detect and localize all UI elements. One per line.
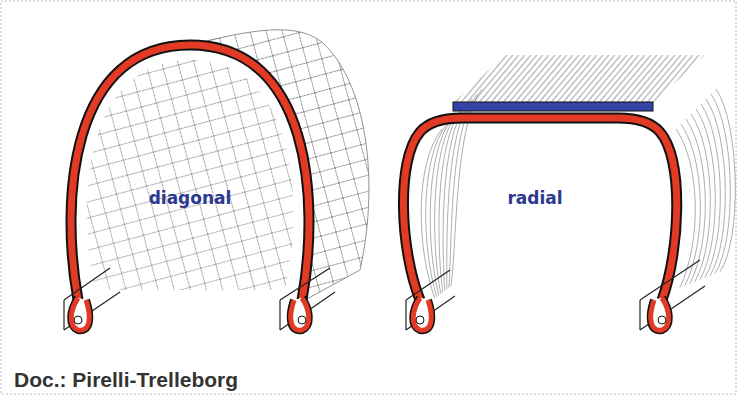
bead bbox=[64, 268, 335, 330]
tire-type-label: radial bbox=[507, 188, 562, 208]
carcass bbox=[71, 45, 309, 300]
belt bbox=[453, 102, 653, 111]
cord-net bbox=[87, 60, 294, 290]
source-caption: Doc.: Pirelli-Trelleborg bbox=[14, 368, 238, 392]
bead bbox=[406, 260, 705, 330]
belt-cords bbox=[453, 55, 705, 103]
tire-type-label: diagonal bbox=[149, 188, 232, 208]
carcass bbox=[403, 118, 676, 300]
